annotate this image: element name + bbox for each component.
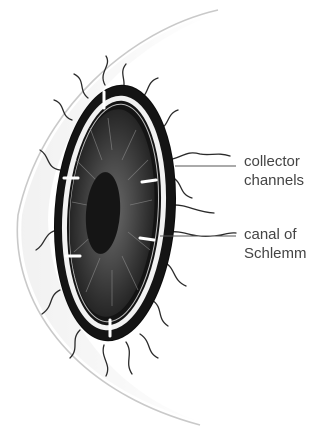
canal-label-line1: canal of [244, 225, 307, 244]
collector-label-line1: collector [244, 152, 304, 171]
collector-label-line2: channels [244, 171, 304, 190]
canal-label-line2: Schlemm [244, 244, 307, 263]
canal-of-schlemm-label: canal of Schlemm [244, 225, 307, 263]
collector-channels-label: collector channels [244, 152, 304, 190]
